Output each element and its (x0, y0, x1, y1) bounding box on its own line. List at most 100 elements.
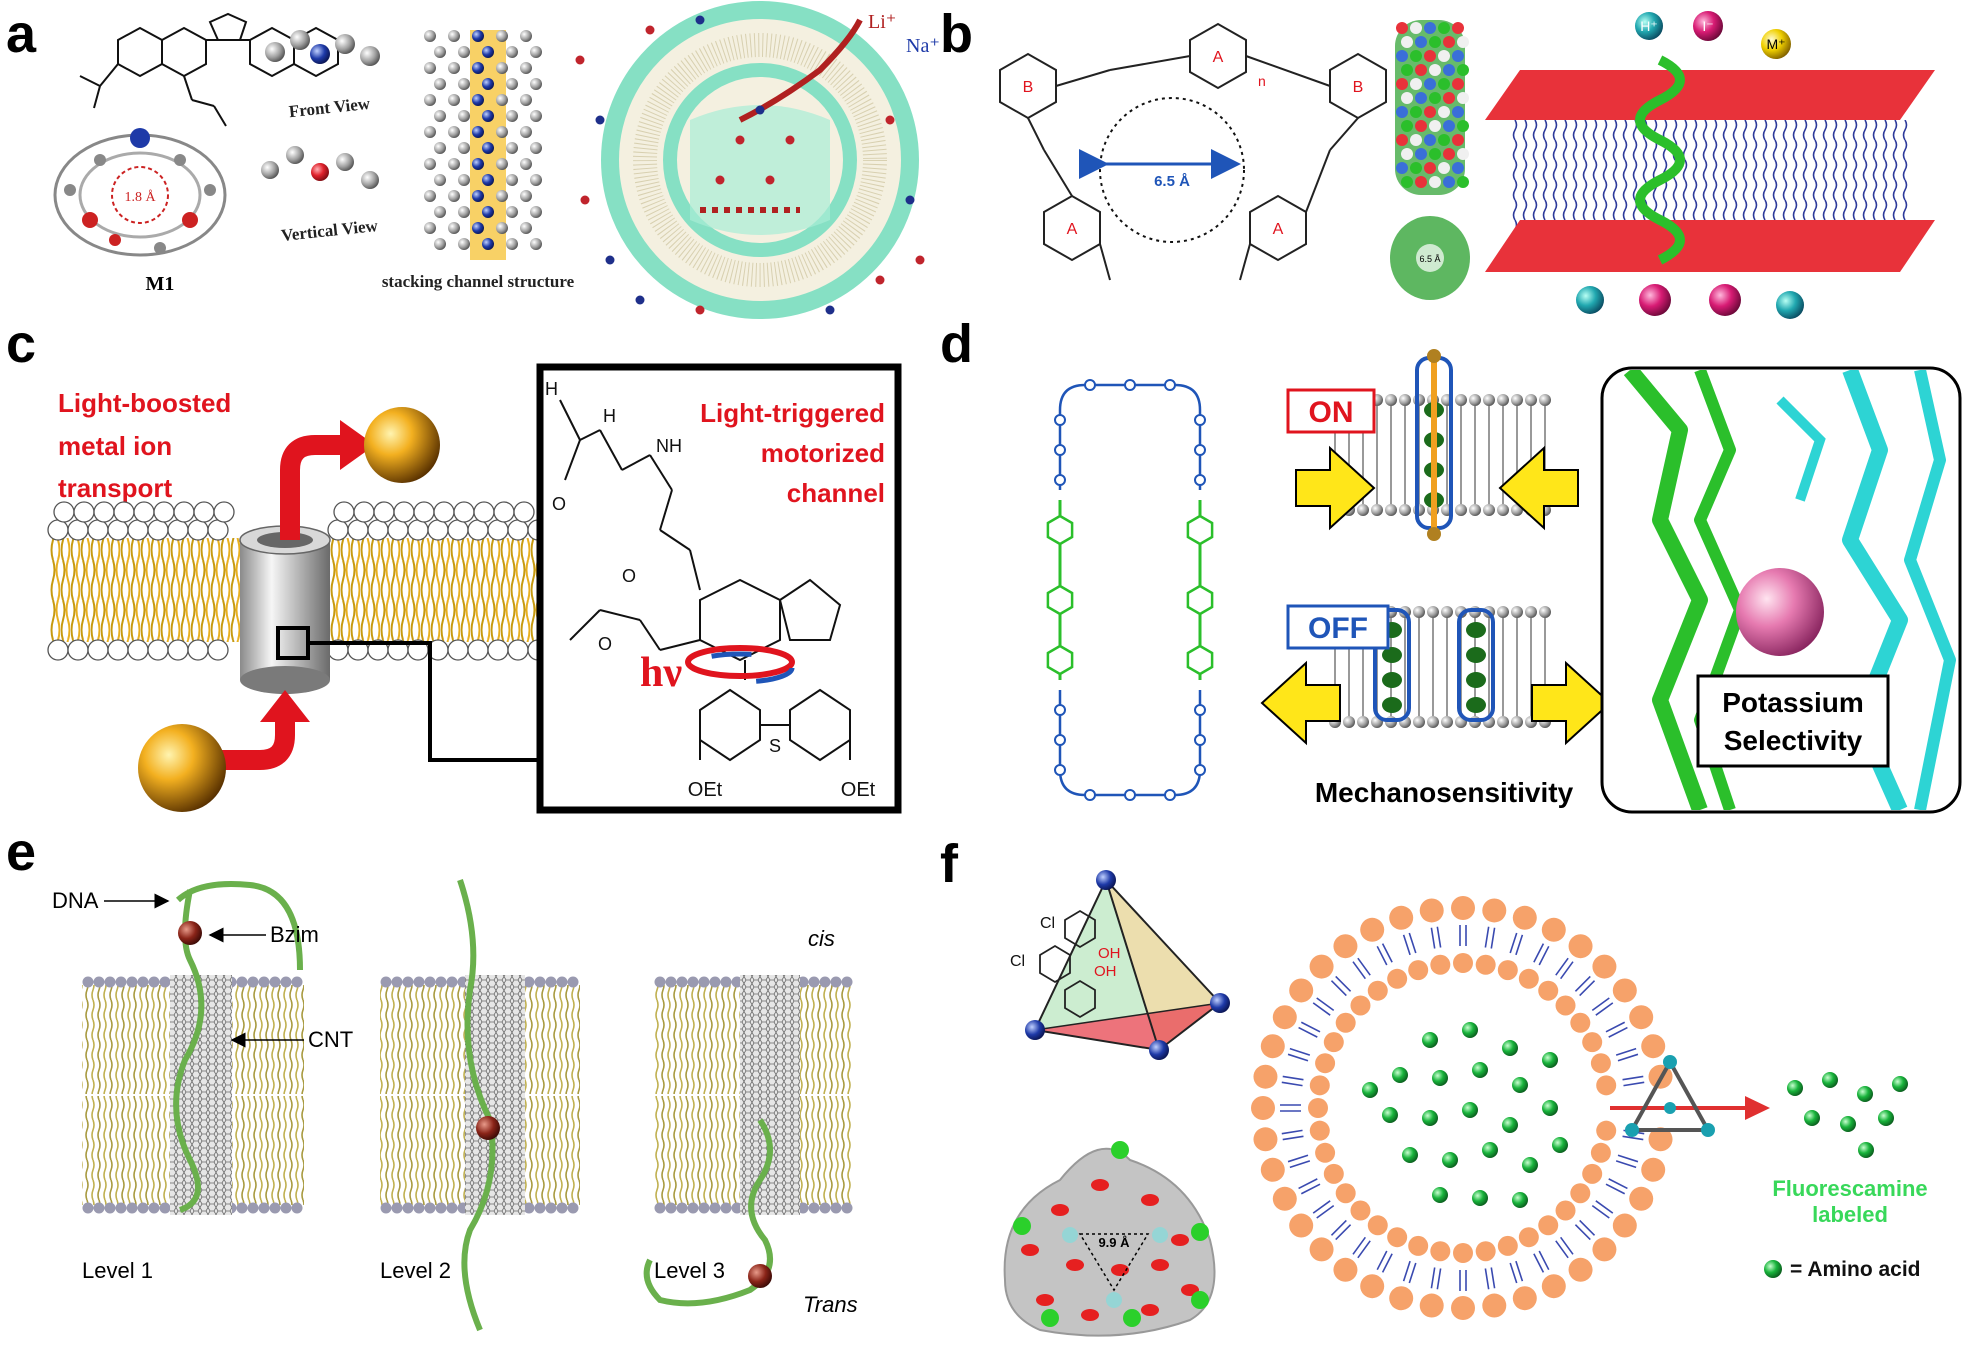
lipid-head (1596, 1075, 1617, 1096)
lipid-head (523, 976, 535, 988)
helix-atom (1424, 106, 1436, 118)
lipid-head (1568, 934, 1593, 959)
lipid-head (247, 976, 259, 988)
lipid-head (402, 1202, 414, 1214)
helix-atom (1410, 162, 1422, 174)
lipid-head (1482, 898, 1507, 923)
lipid-head (808, 976, 820, 988)
lipid-head (1568, 1257, 1593, 1282)
oxygen-atom (1194, 734, 1206, 746)
lipid-head (1592, 1237, 1617, 1262)
stacking-atom (530, 46, 542, 58)
oxygen-atom (1084, 789, 1096, 801)
stacking-atom (506, 238, 518, 250)
lipid-head (446, 976, 458, 988)
amino-acid (1382, 1107, 1398, 1123)
lipid-head (1539, 394, 1551, 406)
lipid-head (545, 1202, 557, 1214)
panel-e-bzim-label: Bzim (270, 922, 319, 947)
lipid-head (67, 519, 89, 541)
lipid-head (493, 501, 515, 523)
lipid-head (1335, 1183, 1356, 1204)
lipid-tail (1533, 1250, 1550, 1273)
lipid-tail (1484, 1267, 1496, 1290)
lipid-head (1518, 968, 1539, 989)
helix-atom (1401, 120, 1413, 132)
stacking-atom (496, 158, 508, 170)
aromatic-disc (1466, 672, 1486, 688)
lipid-head (193, 501, 215, 523)
lipid-head (280, 1202, 292, 1214)
helix-atom (1457, 176, 1469, 188)
panel-c-o-mid: O (622, 566, 636, 586)
lipid-head (797, 1202, 809, 1214)
lipid-head (1453, 1243, 1473, 1263)
stacking-atom (506, 78, 518, 90)
helix-atom (1438, 78, 1450, 90)
lipid-head (53, 501, 75, 523)
lipid-head (1408, 1235, 1429, 1256)
ion-dot (755, 105, 765, 115)
lipid-head (147, 639, 169, 661)
panel-b-ring-b-left: B (1023, 79, 1034, 96)
helix-atom (1438, 22, 1450, 34)
helix-atom (1438, 134, 1450, 146)
panel-f-distance: 9.9 Å (1098, 1235, 1130, 1250)
lipid-head (107, 519, 129, 541)
panel-b-ring-a-right: A (1273, 221, 1284, 238)
helix-atom (1429, 148, 1441, 160)
lipid-head (387, 519, 409, 541)
lipid-head (709, 1202, 721, 1214)
panel-f-legend-dot (1764, 1260, 1782, 1278)
panel-f-vesicle (1251, 896, 1770, 1320)
helix-atom (1396, 134, 1408, 146)
panel-e-dna-level1 (173, 881, 303, 1213)
lipid-head (687, 1202, 699, 1214)
lipid-head (1360, 917, 1385, 942)
panel-c-left-line3: transport (58, 473, 172, 503)
lipid-head (353, 501, 375, 523)
lipid-tail (1352, 957, 1371, 980)
lipid-tail (1430, 1267, 1442, 1290)
lipid-head (1309, 1075, 1330, 1096)
panel-d-off-label: OFF (1308, 612, 1368, 645)
panel-c-right-line1: Light-triggered (700, 398, 885, 428)
stacking-atom (530, 78, 542, 90)
amino-acid (1804, 1110, 1820, 1126)
lipid-head (207, 519, 229, 541)
lipid-tail (1574, 1219, 1596, 1241)
lipid-head (1497, 504, 1509, 516)
stacking-atom (448, 94, 460, 106)
stacking-atom (496, 222, 508, 234)
lipid-head (167, 519, 189, 541)
oxygen-atom (1194, 474, 1206, 486)
metal-patch (1106, 1292, 1122, 1308)
panel-e-level2-label: Level 2 (380, 1258, 451, 1283)
panel-b-ring-a-top: A (1213, 49, 1224, 66)
panel-c-ion-bottom (138, 724, 226, 812)
panel-f-cl1: Cl (1040, 915, 1055, 932)
helix-atom (1396, 78, 1408, 90)
stacking-atom (448, 30, 460, 42)
lipid-head (545, 976, 557, 988)
lipid-tail (1402, 932, 1417, 956)
helix-atom (1443, 148, 1455, 160)
amino-acid (1472, 1062, 1488, 1078)
lipid-head (1367, 980, 1388, 1001)
lipid-head (236, 976, 248, 988)
lipid-head (126, 976, 138, 988)
lipid-head (1350, 995, 1371, 1016)
ion-dot (785, 135, 795, 145)
amino-acid (1512, 1077, 1528, 1093)
lipid-head (1419, 898, 1444, 923)
lipid-head (446, 1202, 458, 1214)
panel-f-oh2: OH (1094, 963, 1117, 980)
amino-acid (1422, 1110, 1438, 1126)
lipid-head (367, 519, 389, 541)
lipid-head (47, 639, 69, 661)
lipid-head (1389, 1286, 1414, 1311)
lipid-head (1483, 504, 1495, 516)
lipid-head (1323, 1032, 1344, 1053)
panel-d-arrow-in-left (1295, 445, 1376, 531)
helix-atom (1457, 36, 1469, 48)
